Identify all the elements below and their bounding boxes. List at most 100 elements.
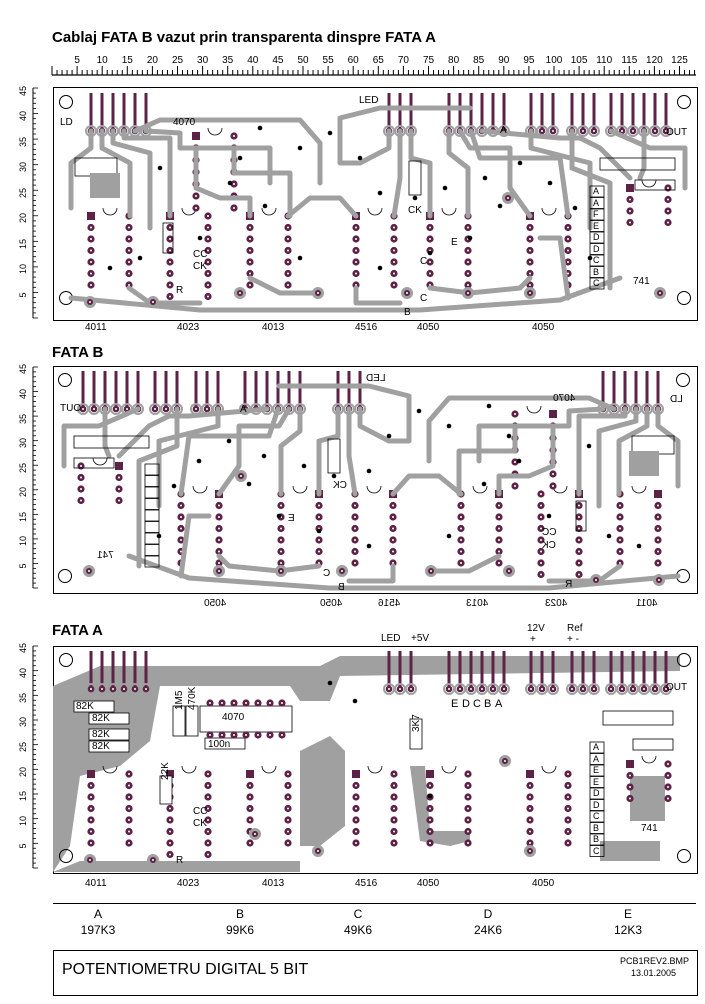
ic-notch bbox=[261, 207, 277, 216]
pad-hole bbox=[287, 284, 289, 286]
mounting-hole bbox=[677, 291, 691, 305]
via bbox=[446, 533, 452, 539]
board-top-pin-label: D bbox=[593, 243, 600, 254]
pad-hole bbox=[245, 734, 247, 736]
pad-hole bbox=[128, 784, 130, 787]
pad-hole bbox=[257, 702, 259, 704]
board-top-a-label: A bbox=[500, 125, 507, 136]
pad-hole bbox=[280, 527, 282, 530]
resistor-body bbox=[88, 712, 130, 725]
pad-hole bbox=[567, 807, 569, 810]
board-a-12v-label: 12V bbox=[527, 623, 545, 634]
ruler-tick-label: 50 bbox=[297, 55, 309, 66]
trace bbox=[285, 195, 359, 219]
large-pad-hole bbox=[88, 570, 90, 572]
via bbox=[331, 473, 337, 479]
footer-column-value: 12K3 bbox=[613, 923, 643, 937]
pad-hole bbox=[80, 499, 82, 502]
ruler-tick-label: 95 bbox=[523, 55, 535, 66]
pad-hole bbox=[654, 688, 656, 690]
pad-hole bbox=[249, 261, 251, 263]
board-group bbox=[58, 371, 690, 591]
pad-hole bbox=[249, 249, 251, 252]
header-pin-box bbox=[589, 220, 605, 232]
square-pad bbox=[87, 212, 95, 220]
footer-column-letter: C bbox=[353, 907, 363, 921]
ruler-tick-label: 125 bbox=[671, 55, 688, 66]
via bbox=[427, 793, 433, 799]
pad-hole bbox=[567, 249, 569, 252]
pad-hole bbox=[619, 527, 621, 530]
ic-notch bbox=[102, 765, 118, 774]
pad-hole bbox=[593, 688, 595, 690]
board-top-pin-label: D bbox=[593, 232, 600, 242]
mounting-hole bbox=[677, 849, 691, 863]
via bbox=[316, 528, 322, 534]
pad-hole bbox=[459, 688, 461, 690]
header-pin-box bbox=[144, 532, 160, 545]
pad-hole bbox=[355, 796, 357, 798]
trace bbox=[99, 128, 133, 219]
header-pin-box bbox=[589, 845, 605, 857]
pad-hole bbox=[498, 550, 500, 553]
pad-hole bbox=[355, 784, 357, 787]
pad-hole bbox=[429, 284, 431, 286]
board-a-letter: A bbox=[495, 698, 503, 710]
pad-hole bbox=[354, 504, 356, 507]
pad-hole bbox=[470, 688, 472, 690]
pad-hole bbox=[126, 408, 128, 410]
via bbox=[482, 175, 488, 181]
pad-hole bbox=[529, 226, 531, 229]
ic-notch bbox=[192, 485, 208, 494]
connector-ring bbox=[547, 683, 559, 695]
trace bbox=[247, 275, 323, 296]
pad-hole bbox=[657, 550, 659, 553]
trace bbox=[426, 553, 502, 574]
pad-hole bbox=[195, 408, 197, 410]
board-top-pin-label: C bbox=[593, 278, 600, 288]
pad-hole bbox=[393, 819, 395, 821]
trace bbox=[68, 128, 94, 211]
board-top-741-label: 741 bbox=[633, 276, 650, 287]
ic-notch bbox=[641, 179, 657, 188]
ruler-tick-label: 15 bbox=[121, 55, 133, 66]
ground-pour bbox=[600, 841, 660, 861]
pad-hole bbox=[123, 688, 125, 690]
pad-hole bbox=[503, 688, 505, 690]
pad-hole bbox=[393, 226, 395, 229]
via bbox=[196, 458, 202, 464]
large-pad-hole bbox=[430, 570, 432, 572]
trace bbox=[316, 406, 341, 497]
pad-hole bbox=[399, 688, 401, 690]
pad-hole bbox=[318, 504, 320, 507]
title-block-date: 13.01.2005 bbox=[631, 968, 677, 978]
pad-hole bbox=[207, 773, 209, 775]
pad-hole bbox=[90, 249, 92, 252]
title-block-file: PCB1REV2.BMP bbox=[620, 956, 690, 966]
via bbox=[226, 438, 232, 444]
pad-hole bbox=[169, 295, 171, 298]
trace bbox=[136, 406, 180, 569]
board-a-resistor-label: 470K bbox=[187, 686, 198, 710]
trace bbox=[346, 563, 396, 584]
board-a-ref-label: Ref bbox=[567, 623, 583, 634]
pad-hole bbox=[665, 688, 667, 690]
board-a-pin-label: D bbox=[593, 799, 600, 810]
pad-hole bbox=[541, 130, 543, 132]
pad-hole bbox=[207, 842, 209, 844]
header-pin-box bbox=[144, 463, 160, 476]
ruler-tick-label: 80 bbox=[448, 55, 460, 66]
pad-hole bbox=[355, 842, 357, 844]
pad-hole bbox=[467, 796, 469, 798]
pad-hole bbox=[169, 238, 171, 240]
header-pin-box bbox=[589, 254, 605, 267]
board-a-resistor-label: 82K bbox=[92, 741, 110, 752]
resistor-body bbox=[409, 718, 423, 750]
square-pad bbox=[626, 760, 634, 768]
pad-hole bbox=[578, 539, 580, 541]
pad-hole bbox=[393, 773, 395, 775]
trace bbox=[61, 406, 141, 469]
pad-hole bbox=[410, 688, 412, 690]
